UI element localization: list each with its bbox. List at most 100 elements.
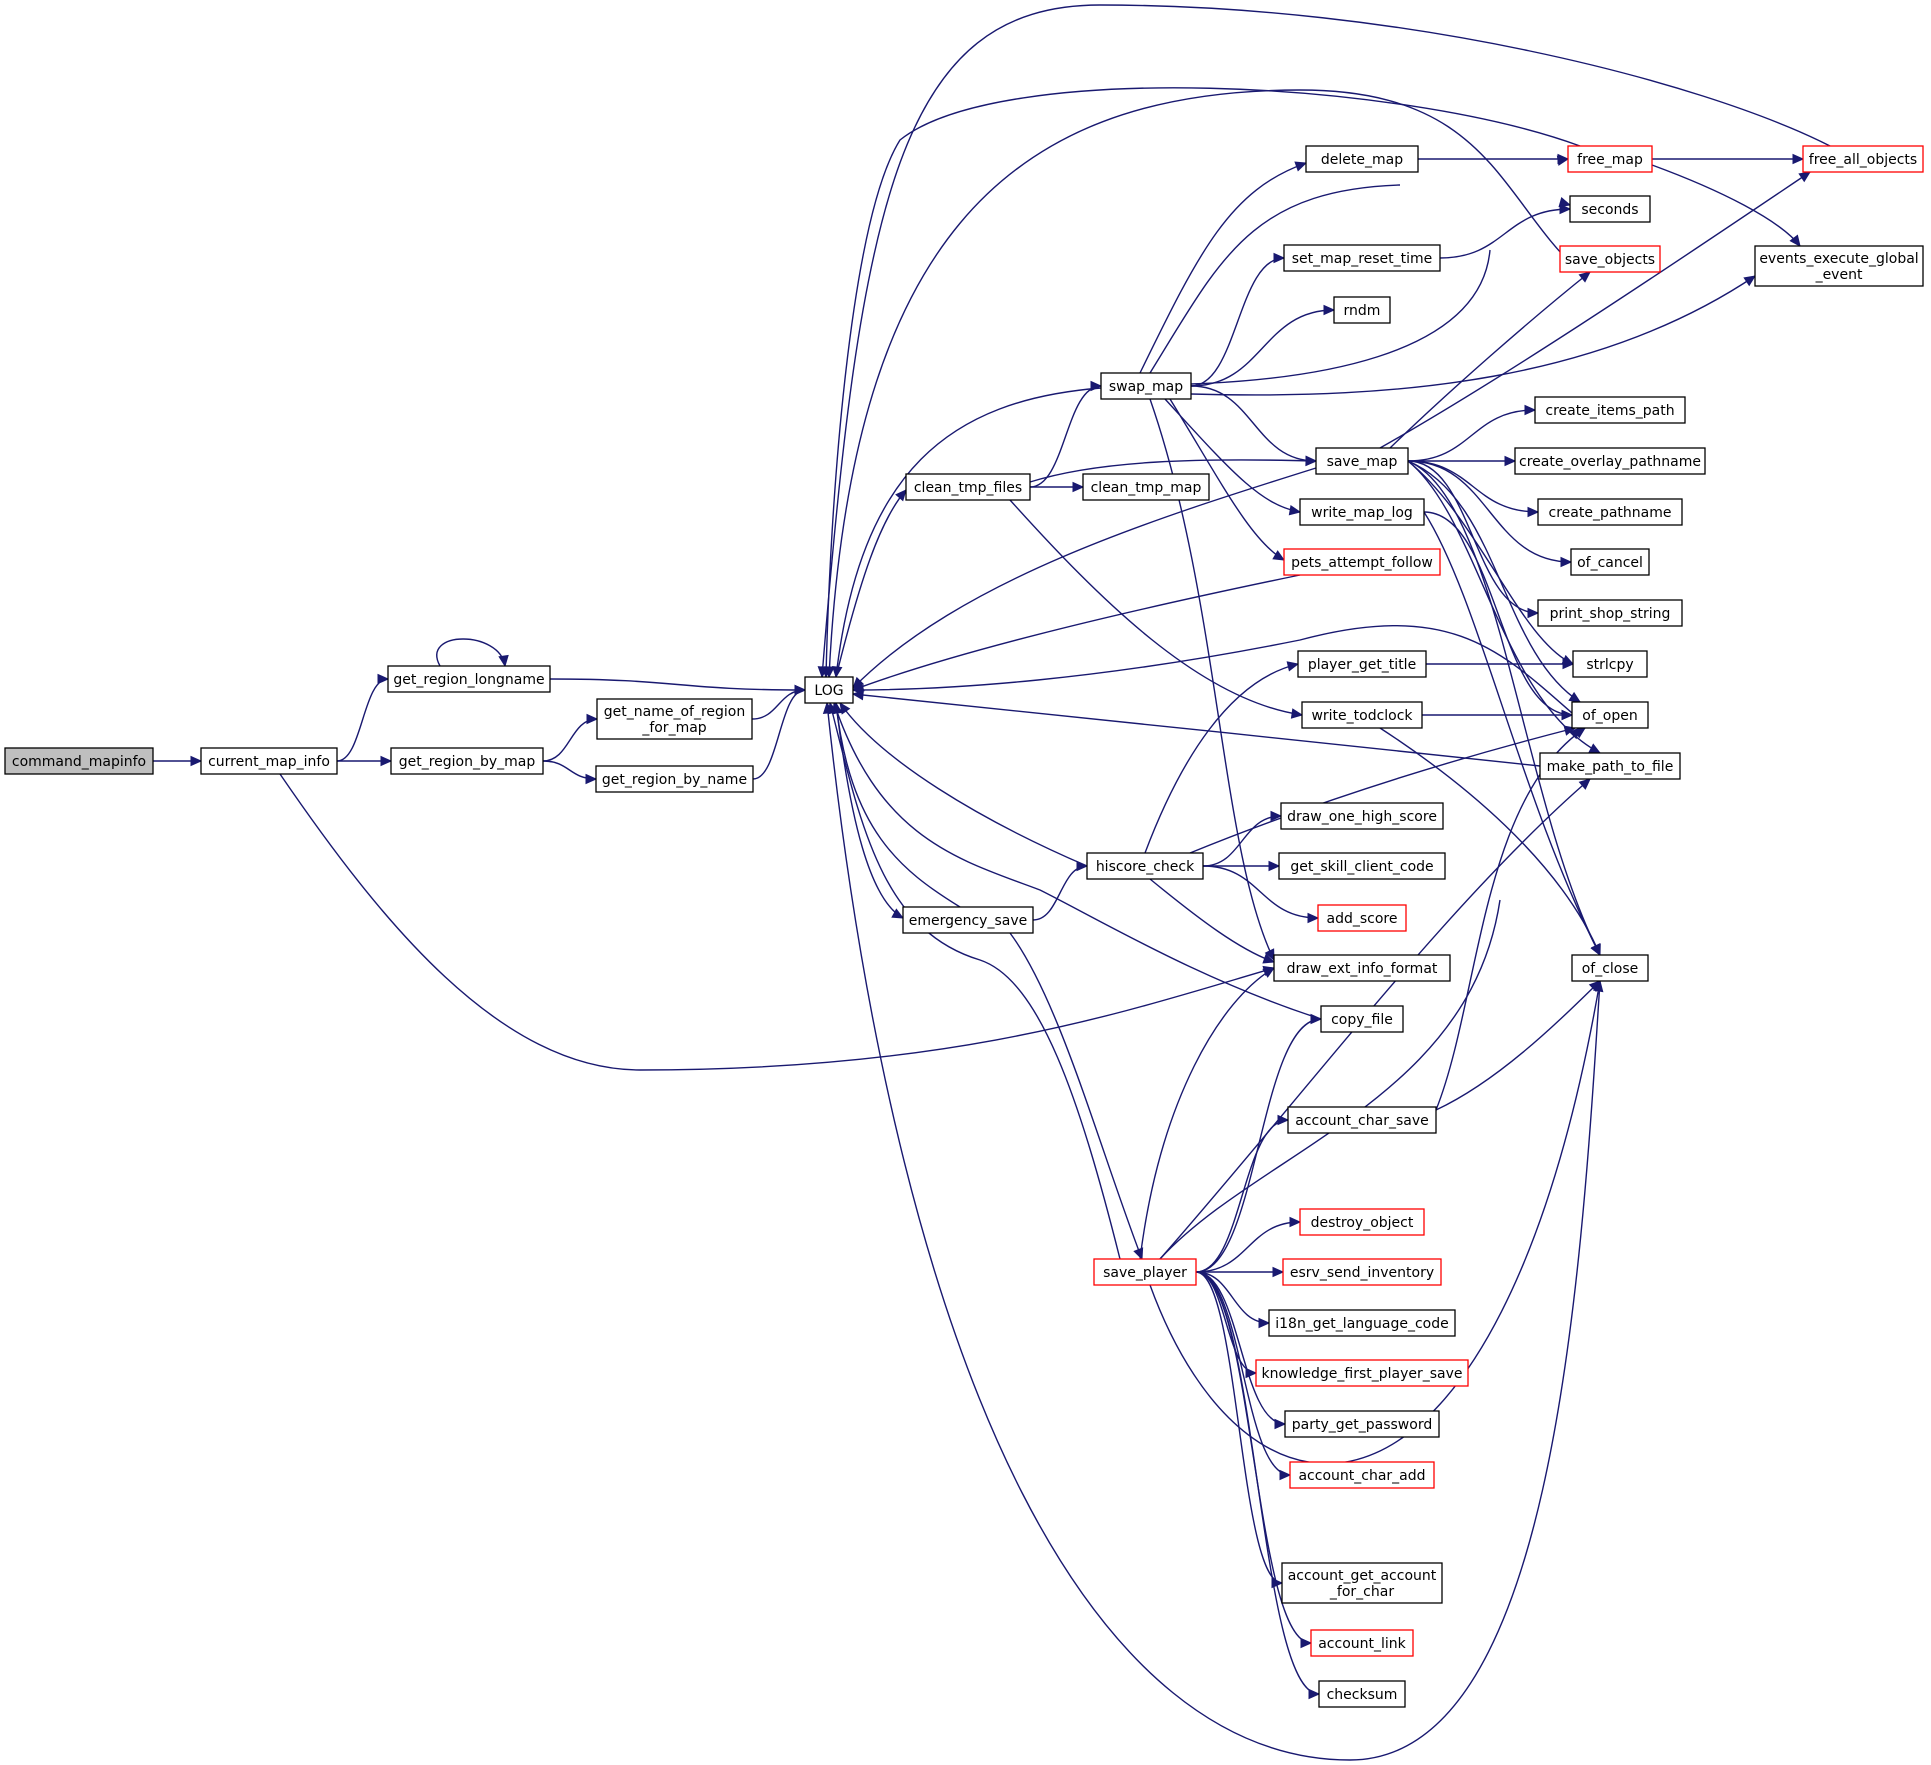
- node-destroy-object[interactable]: destroy_object: [1299, 1208, 1425, 1236]
- node-get-region-by-map[interactable]: get_region_by_map: [390, 747, 544, 775]
- node-box[interactable]: [1278, 852, 1446, 880]
- node-make-path-to-file[interactable]: make_path_to_file: [1539, 752, 1681, 780]
- node-clean-tmp-map[interactable]: clean_tmp_map: [1082, 473, 1210, 501]
- node-box[interactable]: [1569, 195, 1651, 223]
- node-box[interactable]: [1333, 296, 1391, 324]
- node-free-map[interactable]: free_map: [1567, 145, 1653, 173]
- node-box[interactable]: [1539, 752, 1681, 780]
- node-of-close[interactable]: of_close: [1571, 954, 1649, 982]
- node-box[interactable]: [595, 765, 754, 793]
- node-box[interactable]: [1310, 1629, 1414, 1657]
- node-i18n-get-language-code[interactable]: i18n_get_language_code: [1268, 1309, 1456, 1337]
- node-account-link[interactable]: account_link: [1310, 1629, 1414, 1657]
- node-box[interactable]: [1572, 650, 1648, 678]
- node-box[interactable]: [1283, 548, 1441, 576]
- node-box[interactable]: [390, 747, 544, 775]
- node-box[interactable]: [1287, 1106, 1437, 1134]
- node-box[interactable]: [1514, 447, 1706, 475]
- node-box[interactable]: [1318, 1680, 1406, 1708]
- node-box[interactable]: [1301, 701, 1423, 729]
- node-party-get-password[interactable]: party_get_password: [1284, 1410, 1440, 1438]
- node-current-map-info[interactable]: current_map_info: [200, 747, 338, 775]
- node-get-region-longname[interactable]: get_region_longname: [387, 665, 551, 693]
- node-write-todclock[interactable]: write_todclock: [1301, 701, 1423, 729]
- node-box[interactable]: [1315, 447, 1409, 475]
- node-account-char-save[interactable]: account_char_save: [1287, 1106, 1437, 1134]
- node-box[interactable]: [1297, 650, 1427, 678]
- node-copy-file[interactable]: copy_file: [1320, 1005, 1404, 1033]
- node-events-execute-global-event[interactable]: events_execute_global_event: [1754, 245, 1924, 287]
- node-rndm[interactable]: rndm: [1333, 296, 1391, 324]
- node-box[interactable]: [1537, 599, 1683, 627]
- node-player-get-title[interactable]: player_get_title: [1297, 650, 1427, 678]
- node-swap-map[interactable]: swap_map: [1100, 372, 1192, 400]
- node-add-score[interactable]: add_score: [1317, 904, 1407, 932]
- node-box[interactable]: [1093, 1258, 1197, 1286]
- node-box[interactable]: [905, 473, 1031, 501]
- node-box[interactable]: [596, 698, 753, 740]
- node-account-char-add[interactable]: account_char_add: [1289, 1461, 1435, 1489]
- node-box[interactable]: [1571, 954, 1649, 982]
- node-box[interactable]: [1082, 473, 1210, 501]
- node-box[interactable]: [1273, 954, 1451, 982]
- node-box[interactable]: [1320, 1005, 1404, 1033]
- node-of-open[interactable]: of_open: [1571, 701, 1649, 729]
- node-create-overlay-pathname[interactable]: create_overlay_pathname: [1514, 447, 1706, 475]
- node-box[interactable]: [1567, 145, 1653, 173]
- node-checksum[interactable]: checksum: [1318, 1680, 1406, 1708]
- node-get-region-by-name[interactable]: get_region_by_name: [595, 765, 754, 793]
- node-command-mapinfo[interactable]: command_mapinfo: [4, 747, 154, 775]
- node-get-name-of-region-for-map[interactable]: get_name_of_region_for_map: [596, 698, 753, 740]
- node-create-items-path[interactable]: create_items_path: [1534, 396, 1686, 424]
- node-box[interactable]: [1559, 245, 1661, 273]
- node-box[interactable]: [200, 747, 338, 775]
- node-delete-map[interactable]: delete_map: [1305, 145, 1419, 173]
- node-box[interactable]: [1802, 145, 1924, 173]
- node-account-get-account-for-char[interactable]: account_get_account_for_char: [1281, 1562, 1443, 1604]
- node-pets-attempt-follow[interactable]: pets_attempt_follow: [1283, 548, 1441, 576]
- node-box[interactable]: [1571, 701, 1649, 729]
- node-box[interactable]: [1100, 372, 1192, 400]
- node-of-cancel[interactable]: of_cancel: [1570, 548, 1650, 576]
- node-knowledge-first-player-save[interactable]: knowledge_first_player_save: [1255, 1359, 1469, 1387]
- node-box[interactable]: [1537, 498, 1683, 526]
- node-box[interactable]: [1305, 145, 1419, 173]
- node-box[interactable]: [1570, 548, 1650, 576]
- node-get-skill-client-code[interactable]: get_skill_client_code: [1278, 852, 1446, 880]
- node-box[interactable]: [1280, 802, 1444, 830]
- node-free-all-objects[interactable]: free_all_objects: [1802, 145, 1924, 173]
- node-print-shop-string[interactable]: print_shop_string: [1537, 599, 1683, 627]
- node-set-map-reset-time[interactable]: set_map_reset_time: [1283, 244, 1441, 272]
- node-strlcpy[interactable]: strlcpy: [1572, 650, 1648, 678]
- node-box[interactable]: [1086, 852, 1204, 880]
- node-box[interactable]: [1268, 1309, 1456, 1337]
- node-emergency-save[interactable]: emergency_save: [902, 906, 1034, 934]
- node-save-objects[interactable]: save_objects: [1559, 245, 1661, 273]
- node-box[interactable]: [1283, 244, 1441, 272]
- node-esrv-send-inventory[interactable]: esrv_send_inventory: [1282, 1258, 1442, 1286]
- node-box[interactable]: [1317, 904, 1407, 932]
- node-seconds[interactable]: seconds: [1569, 195, 1651, 223]
- node-hiscore-check[interactable]: hiscore_check: [1086, 852, 1204, 880]
- node-box[interactable]: [1282, 1258, 1442, 1286]
- node-box[interactable]: [1255, 1359, 1469, 1387]
- node-save-map[interactable]: save_map: [1315, 447, 1409, 475]
- node-box[interactable]: [1299, 1208, 1425, 1236]
- node-clean-tmp-files[interactable]: clean_tmp_files: [905, 473, 1031, 501]
- node-box[interactable]: [1289, 1461, 1435, 1489]
- node-draw-one-high-score[interactable]: draw_one_high_score: [1280, 802, 1444, 830]
- node-LOG[interactable]: LOG: [804, 676, 854, 704]
- node-box[interactable]: [387, 665, 551, 693]
- node-box[interactable]: [1534, 396, 1686, 424]
- node-box[interactable]: [4, 747, 154, 775]
- node-box[interactable]: [1299, 498, 1425, 526]
- node-create-pathname[interactable]: create_pathname: [1537, 498, 1683, 526]
- node-save-player[interactable]: save_player: [1093, 1258, 1197, 1286]
- node-box[interactable]: [1284, 1410, 1440, 1438]
- node-write-map-log[interactable]: write_map_log: [1299, 498, 1425, 526]
- node-box[interactable]: [1281, 1562, 1443, 1604]
- node-box[interactable]: [1754, 245, 1924, 287]
- node-box[interactable]: [902, 906, 1034, 934]
- node-box[interactable]: [804, 676, 854, 704]
- node-draw-ext-info-format[interactable]: draw_ext_info_format: [1273, 954, 1451, 982]
